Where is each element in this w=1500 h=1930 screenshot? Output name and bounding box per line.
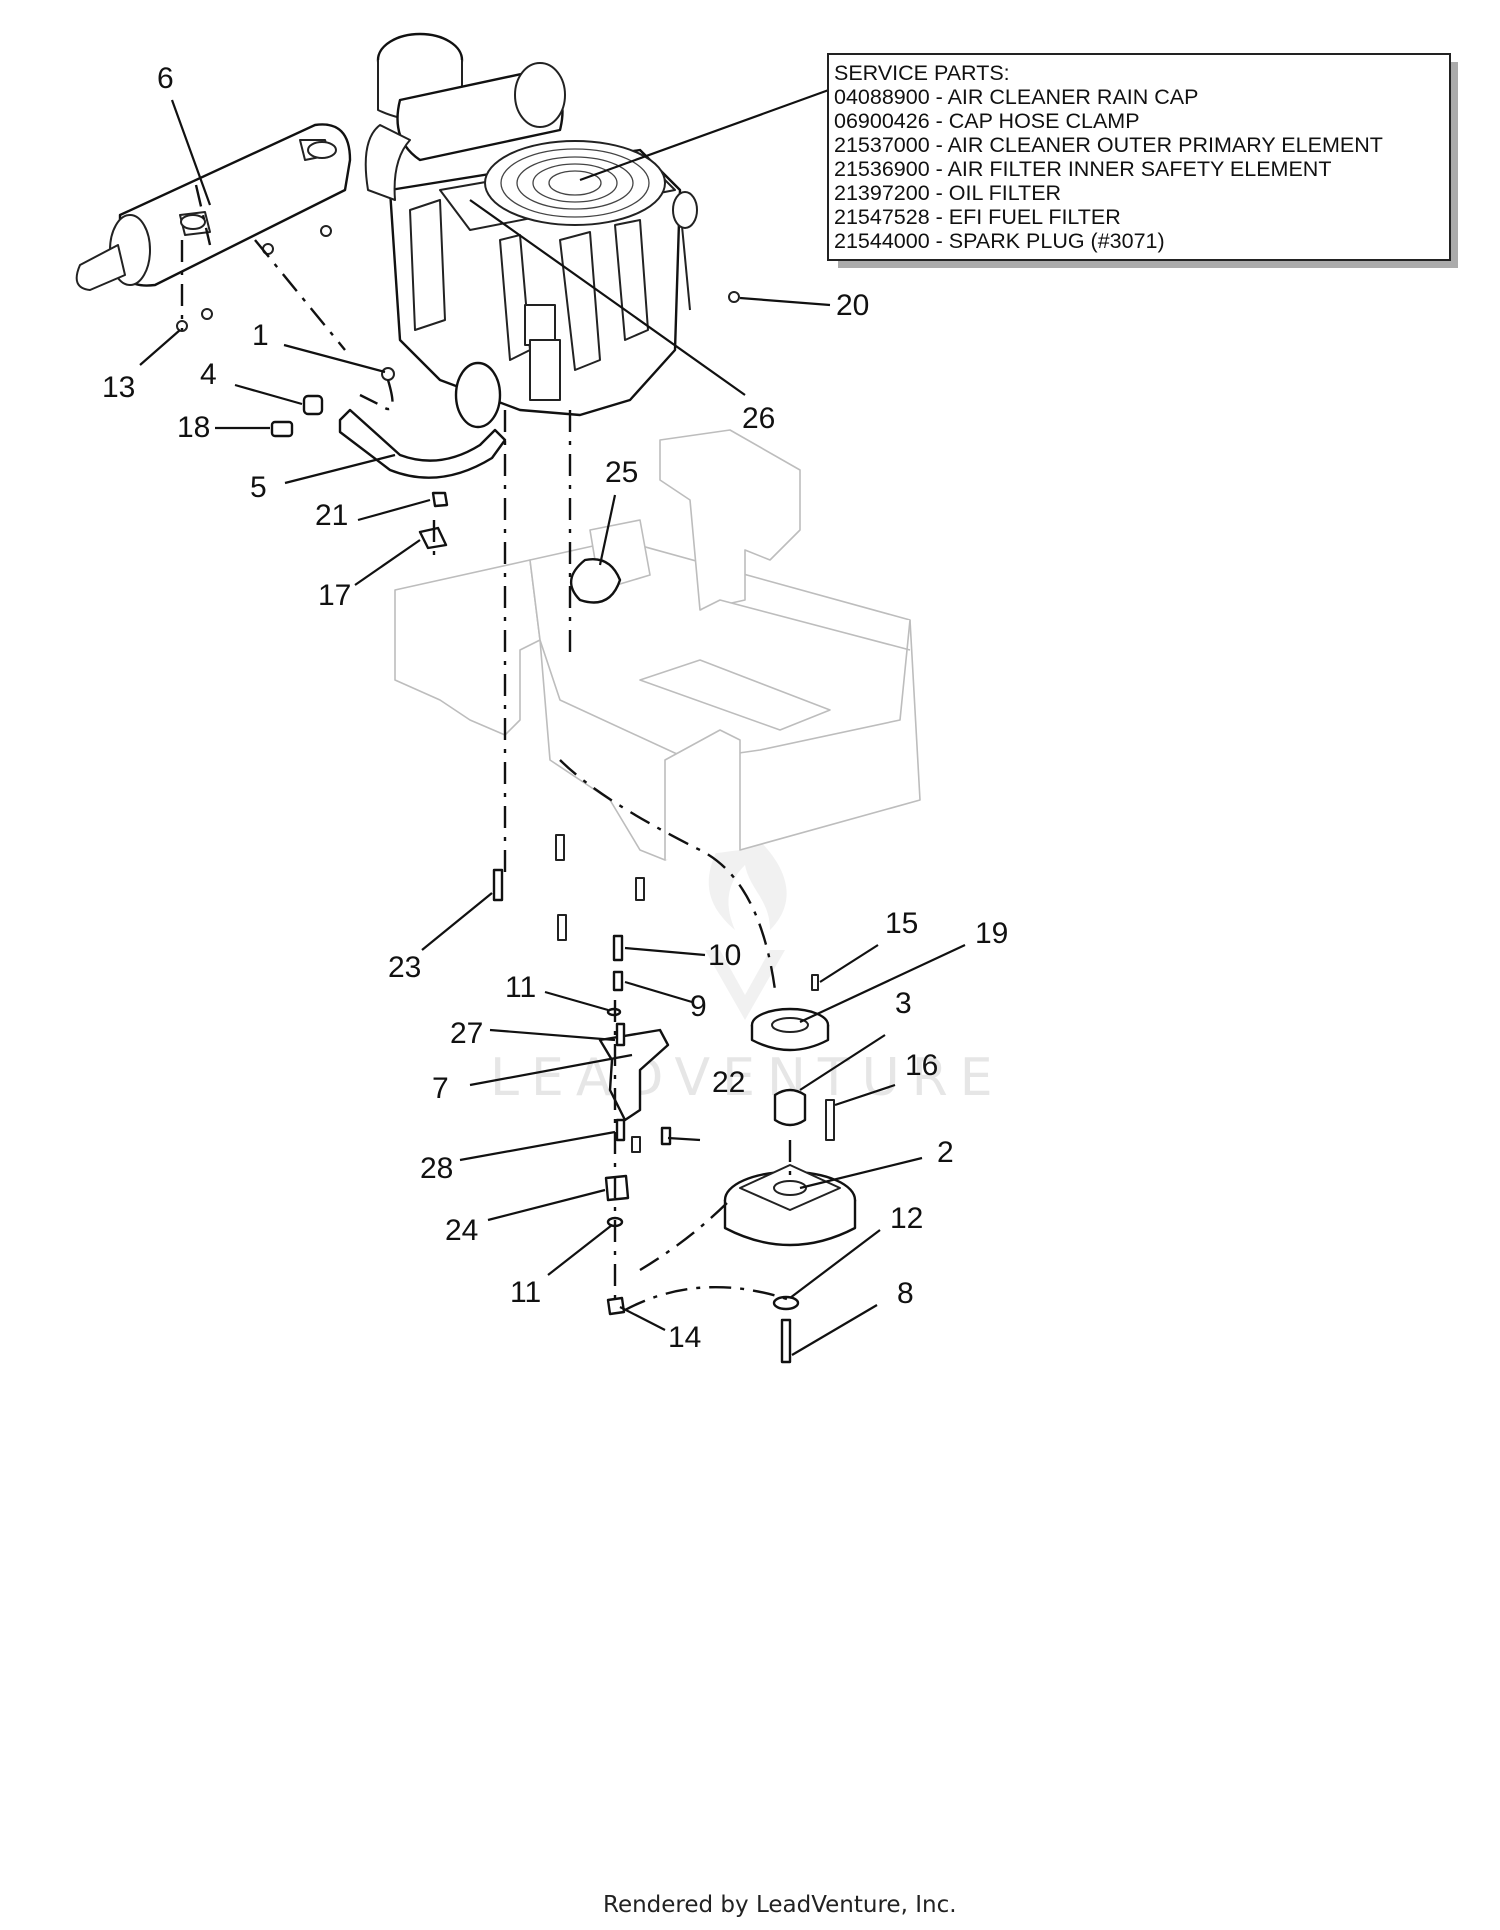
part-5-pipe xyxy=(338,408,507,479)
part-21-bolt xyxy=(431,491,449,508)
part-27-bolt xyxy=(615,1022,626,1047)
part-13-nut xyxy=(176,320,188,332)
callout-label: 9 xyxy=(690,990,707,1023)
callout-labels: 6 1 4 18 13 5 21 17 25 20 26 23 10 9 11 … xyxy=(102,62,1008,1354)
part-8-bolt xyxy=(780,1318,792,1364)
callout-label: 19 xyxy=(975,917,1008,950)
service-part-line: 21536900 - AIR FILTER INNER SAFETY ELEME… xyxy=(834,157,1331,181)
service-parts-heading: SERVICE PARTS: xyxy=(834,61,1010,85)
callout-label: 6 xyxy=(157,62,174,95)
part-9-spacer xyxy=(612,970,624,992)
service-parts-box: SERVICE PARTS: 04088900 - AIR CLEANER RA… xyxy=(827,53,1458,268)
callout-label: 17 xyxy=(318,579,351,612)
part-25-harness-clamp xyxy=(570,558,622,604)
callout-label: 1 xyxy=(252,319,269,352)
part-14-nut xyxy=(606,1296,626,1316)
part-18-clamp xyxy=(270,420,294,438)
callout-label: 18 xyxy=(177,411,210,444)
part-23-bolt xyxy=(492,868,504,902)
service-part-line: 21397200 - OIL FILTER xyxy=(834,181,1061,205)
callout-label: 20 xyxy=(836,289,869,322)
footer-credit: Rendered by LeadVenture, Inc. xyxy=(603,1892,957,1918)
muffler xyxy=(75,123,352,291)
callout-label: 26 xyxy=(742,402,775,435)
service-part-line: 21544000 - SPARK PLUG (#3071) xyxy=(834,229,1165,253)
part-22-bolt xyxy=(660,1126,672,1146)
callout-label: 16 xyxy=(905,1049,938,1082)
callout-label: 15 xyxy=(885,907,918,940)
part-3-spacer xyxy=(773,1088,807,1127)
callout-label: 25 xyxy=(605,456,638,489)
part-1-nut xyxy=(381,367,395,381)
callout-label: 27 xyxy=(450,1017,483,1050)
service-part-line: 21537000 - AIR CLEANER OUTER PRIMARY ELE… xyxy=(834,133,1383,157)
watermark: LEADVENTURE xyxy=(490,820,1005,1108)
engine-assembly xyxy=(364,32,698,429)
part-20-bolt xyxy=(728,291,740,303)
watermark-text: LEADVENTURE xyxy=(490,1048,1005,1108)
callout-label: 2 xyxy=(937,1136,954,1169)
service-part-line: 06900426 - CAP HOSE CLAMP xyxy=(834,109,1140,133)
callout-label: 23 xyxy=(388,951,421,984)
leader-lines xyxy=(139,85,966,1356)
chassis-frame xyxy=(394,429,921,861)
callout-label: 11 xyxy=(505,971,536,1004)
callout-label: 7 xyxy=(432,1072,449,1105)
service-part-line: 21547528 - EFI FUEL FILTER xyxy=(834,205,1121,229)
hardware-parts xyxy=(176,225,857,1364)
callout-label: 22 xyxy=(712,1066,745,1099)
callout-label: 13 xyxy=(102,371,135,404)
callout-label: 10 xyxy=(708,939,741,972)
part-28-bolt xyxy=(615,1118,626,1142)
callout-label: 11 xyxy=(510,1276,541,1309)
callout-label: 14 xyxy=(668,1321,701,1354)
callout-label: 8 xyxy=(897,1277,914,1310)
callout-label: 4 xyxy=(200,358,217,391)
callout-label: 5 xyxy=(250,471,267,504)
part-24-spacer xyxy=(604,1174,630,1202)
part-15-key xyxy=(811,974,819,991)
callout-label: 12 xyxy=(890,1202,923,1235)
part-7-bracket xyxy=(598,1028,670,1122)
part-10-bolt xyxy=(612,934,624,962)
callout-label: 21 xyxy=(315,499,348,532)
part-16-key xyxy=(825,1099,835,1141)
assembly-lines xyxy=(180,184,792,1312)
service-part-line: 04088900 - AIR CLEANER RAIN CAP xyxy=(834,85,1198,109)
part-12-washer xyxy=(772,1295,800,1311)
callout-label: 28 xyxy=(420,1152,453,1185)
part-4-nut xyxy=(302,394,324,416)
callout-label: 24 xyxy=(445,1214,478,1247)
callout-label: 3 xyxy=(895,987,912,1020)
